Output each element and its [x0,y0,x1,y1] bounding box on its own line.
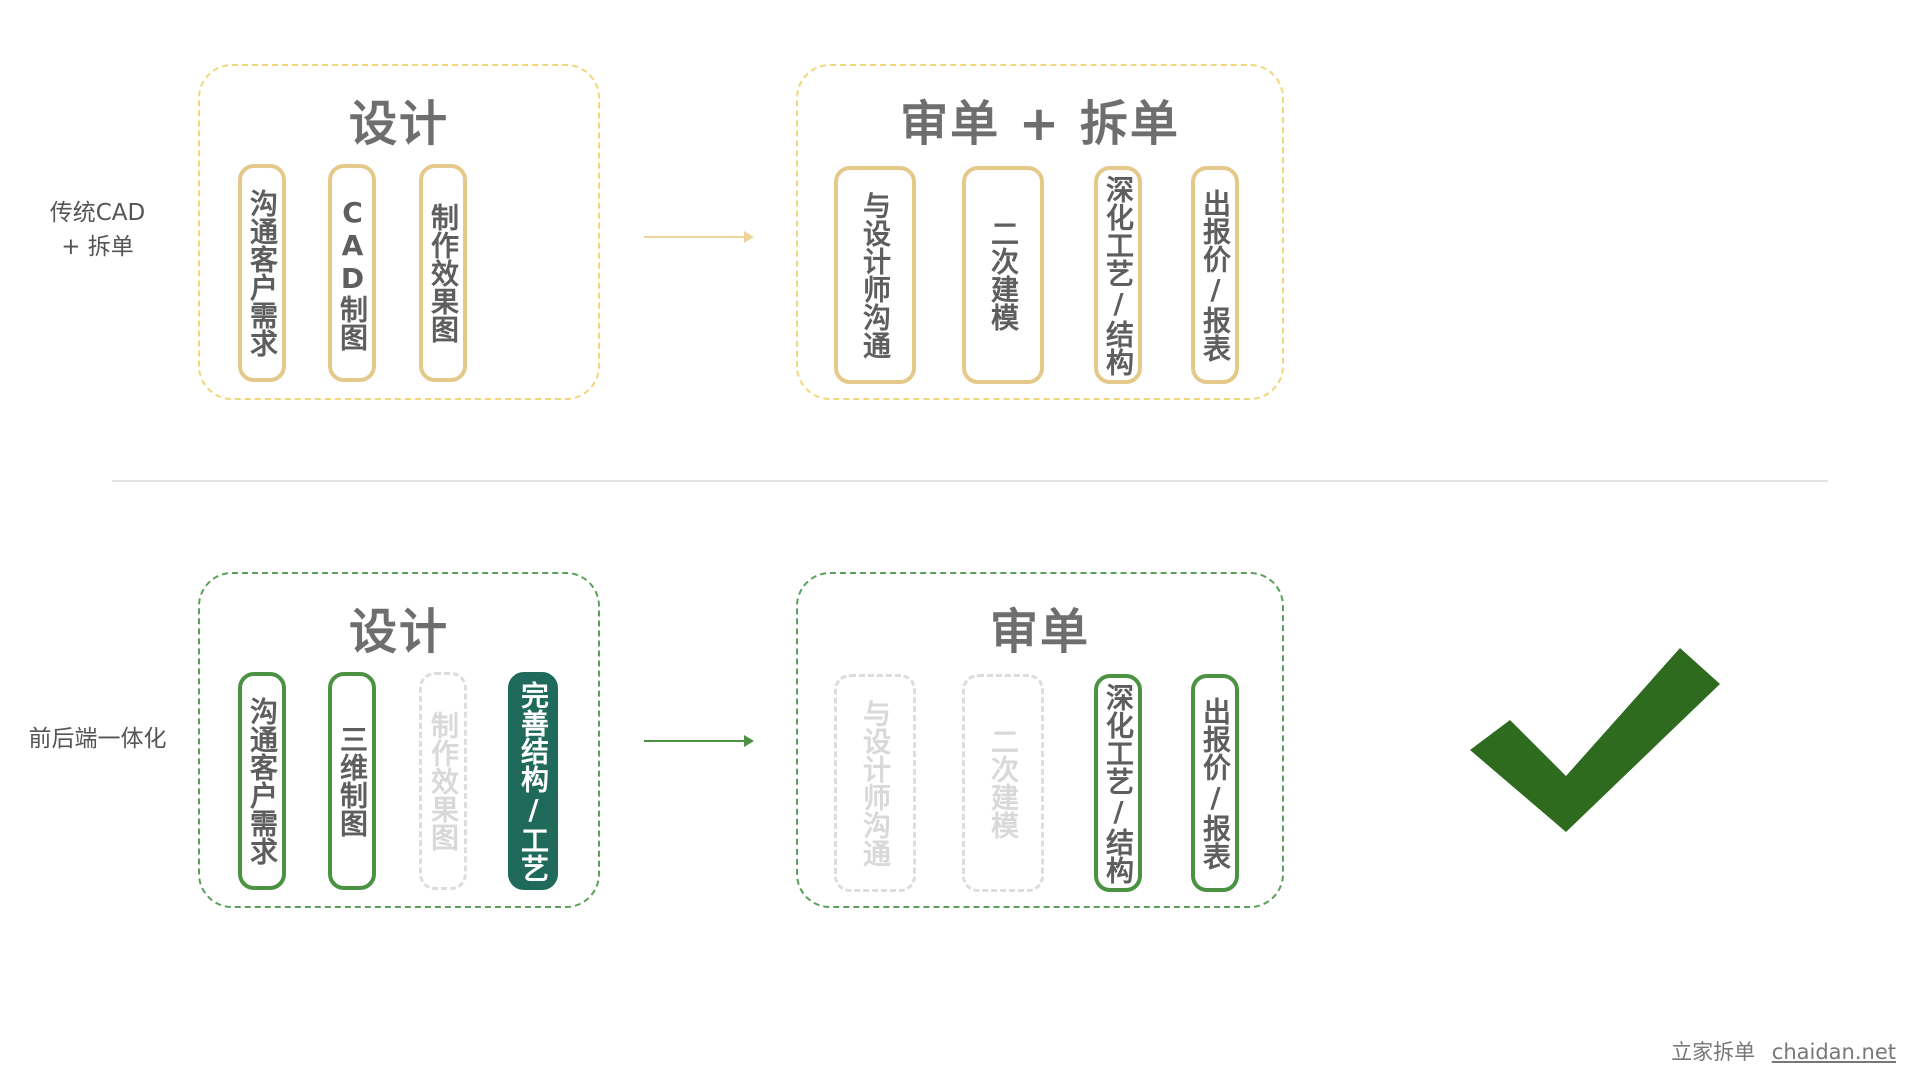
traditional-flow-arrow [644,231,754,243]
integrated-review-step-3: 深化工艺/结构 [1094,674,1142,892]
traditional-review-title: 审单 + 拆单 [900,96,1180,152]
traditional-review-group: 审单 + 拆单 与设计师沟通 二次建模 深化工艺/结构 出报价/报表 [796,64,1284,400]
step-label: 与设计师沟通 [859,699,892,867]
step-label: 二次建模 [987,727,1020,839]
traditional-design-title: 设计 [348,96,449,152]
integrated-design-title: 设计 [348,604,449,660]
traditional-design-step-3: 制作效果图 [419,164,467,382]
row-label-traditional-line1: 传统CAD [49,200,146,226]
traditional-review-step-2: 二次建模 [962,166,1044,384]
step-label: 二次建模 [987,219,1020,331]
integrated-review-title: 审单 [989,604,1090,660]
traditional-review-step-4: 出报价/报表 [1191,166,1239,384]
step-label: 出报价/报表 [1199,696,1232,870]
integrated-design-step-4: 完善结构/工艺 [508,672,558,890]
step-label: 出报价/报表 [1199,188,1232,362]
integrated-review-step-2: 二次建模 [962,674,1044,892]
step-label: 深化工艺/结构 [1102,682,1135,884]
traditional-design-step-2: CAD制图 [328,164,376,382]
integrated-review-step-1: 与设计师沟通 [834,674,916,892]
integrated-review-group: 审单 与设计师沟通 二次建模 深化工艺/结构 出报价/报表 [796,572,1284,908]
traditional-review-step-1: 与设计师沟通 [834,166,916,384]
step-label: 与设计师沟通 [859,191,892,359]
step-label: 沟通客户需求 [246,189,279,357]
integrated-design-step-3: 制作效果图 [419,672,467,890]
integrated-design-step-2: 三维制图 [328,672,376,890]
footer-brand: 立家拆单 [1671,1040,1756,1064]
integrated-design-group: 设计 沟通客户需求 三维制图 制作效果图 完善结构/工艺 [198,572,600,908]
traditional-design-group: 设计 沟通客户需求 CAD制图 制作效果图 [198,64,600,400]
row-divider [112,480,1828,482]
step-label: 三维制图 [336,725,369,837]
row-label-integrated: 前后端一体化 [28,726,167,752]
step-label: 制作效果图 [427,203,460,343]
integrated-review-step-4: 出报价/报表 [1191,674,1239,892]
step-label: CAD制图 [336,195,369,351]
integrated-flow-arrow [644,735,754,747]
footer: 立家拆单 chaidan.net [1671,1036,1896,1066]
footer-site-link[interactable]: chaidan.net [1771,1040,1896,1064]
step-label: 沟通客户需求 [246,697,279,865]
traditional-design-step-1: 沟通客户需求 [238,164,286,382]
step-label: 完善结构/工艺 [517,680,550,882]
step-label: 制作效果图 [427,711,460,851]
integrated-design-step-1: 沟通客户需求 [238,672,286,890]
step-label: 深化工艺/结构 [1102,174,1135,376]
row-label-traditional-line2: + 拆单 [61,234,134,260]
traditional-review-step-3: 深化工艺/结构 [1094,166,1142,384]
row-label-traditional: 传统CAD + 拆单 [40,196,155,264]
check-icon [1470,648,1720,832]
